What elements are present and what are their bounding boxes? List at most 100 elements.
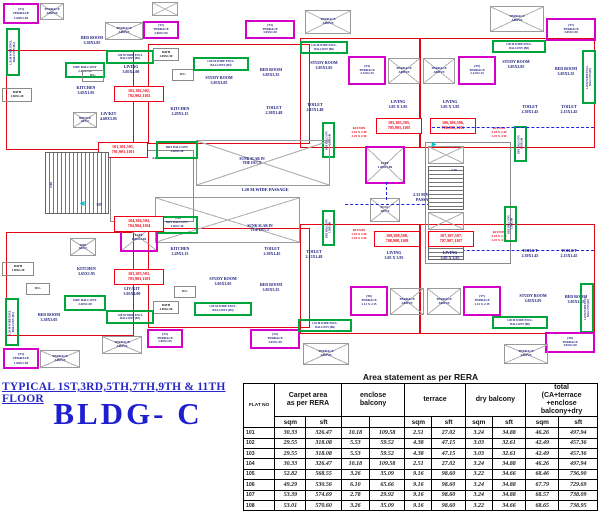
col-subheader: sft: [558, 416, 598, 429]
col-subheader: sqm: [404, 416, 433, 429]
area-value-cell: 27.02: [431, 427, 466, 439]
area-value-cell: 497.94: [558, 427, 598, 439]
red-annotation: KIT/DIN 2.18 X 2.40 2.25 X 2.50: [491, 126, 507, 138]
duct-hatch-box: TERRACE ABOVE: [390, 288, 424, 315]
area-value-cell: 326.47: [305, 427, 342, 439]
area-value-cell: 9.16: [404, 468, 433, 481]
flat-number-box: 102,302,502, 702,902,1102: [114, 86, 164, 102]
col-header-flat-no: FLAT NO: [242, 382, 276, 429]
partition-box: W.C.: [172, 69, 194, 81]
room-label: TOILET 2.15X1.48: [306, 101, 324, 112]
flat-no-cell: 102: [242, 437, 276, 449]
flat-number-box: 105,305,505, 705,905,1105: [376, 118, 422, 134]
col-group-header: total (CA+terrace +enclose balcony+dry: [525, 382, 598, 418]
room-label: SUNK SLAB IN THE DUCT: [247, 223, 273, 232]
room-label: LIVING 3.05 X 3.95: [440, 249, 460, 260]
wall-outline: [300, 38, 420, 148]
duct-hatch-box: [155, 197, 300, 243]
room-label: TOILET 2.30X1.48: [265, 104, 283, 115]
room-label: TOILET 2.15X1.45: [560, 247, 578, 258]
area-value-cell: 68.57: [525, 489, 560, 501]
partition-box: [425, 142, 511, 264]
area-value-cell: 34.66: [491, 499, 527, 512]
area-value-cell: 42.49: [525, 447, 560, 460]
room-label: 1.20 M.WIDE PASSAGE: [241, 186, 289, 192]
flat-no-cell: 107: [242, 489, 276, 501]
duct-hatch-box: TERRACE ABOVE: [102, 336, 142, 354]
area-value-cell: 47.15: [431, 447, 466, 460]
area-value-cell: 4.38: [404, 447, 433, 460]
area-value-cell: 59.52: [368, 437, 406, 449]
flat-number-box: 104,304,504, 704,904,1104: [114, 216, 164, 232]
duct-hatch-box: TERRACE ABOVE: [504, 344, 548, 364]
col-subheader: sqm: [464, 416, 493, 429]
red-annotation: KIT/DIN 2.10 X 2.40 2.25 X 2.50: [351, 126, 367, 138]
room-label: TOILET 2.30X1.45: [521, 247, 539, 258]
area-value-cell: 729.69: [558, 479, 598, 491]
lift-box: LIFT 1.80X1.80: [365, 146, 405, 184]
duct-hatch-box: [428, 146, 464, 164]
flat-number-box: 103,303,503, 703,903,1103: [114, 269, 164, 285]
area-value-cell: 10.18: [340, 427, 370, 439]
area-value-cell: 68.65: [525, 499, 560, 512]
area-value-cell: 34.66: [491, 468, 527, 481]
room-label: LIVING 3.05 X 3.95: [440, 98, 460, 109]
area-value-cell: 3.03: [464, 447, 493, 460]
area-value-cell: 98.60: [431, 499, 466, 512]
room-label: STUDY ROOM 3.05X3.05: [209, 276, 237, 286]
room-label: LIVING 3.05 X 3.95: [384, 249, 404, 260]
flat-number-box: 106,306,506, 706,906,1106: [430, 118, 476, 134]
room-label: KITCHEN 2.29X3.15: [170, 245, 190, 256]
red-annotation: KIT/DIN 2.10 X 2.40 2.25 X 2.50: [351, 228, 367, 240]
balcony-box: DRY BALCONY 2.40X1.50: [64, 295, 106, 311]
service-dashed-line: [345, 204, 430, 205]
col-subheader: [368, 416, 406, 429]
room-label: SUNK SLAB IN THE DUCT: [239, 156, 265, 165]
floor-title: TYPICAL 1ST,3RD,5TH,7TH,9TH & 11TH FLOOR: [2, 381, 226, 405]
balcony-box: 1.00 M WIDE ENCL BALCONY (B3): [106, 50, 154, 64]
room-label: LIV/KIT 3.05X4.00: [123, 285, 141, 296]
terrace-box: (T1) TERRACE 1.68X1.50: [3, 3, 39, 24]
terrace-box: (T2) TERRACE 2.00X1.95: [147, 329, 183, 348]
area-value-cell: 5.53: [340, 437, 370, 449]
area-value-cell: 457.36: [558, 447, 598, 460]
area-value-cell: 35.09: [368, 468, 406, 481]
duct-hatch-box: TERRACE ABOVE: [305, 10, 351, 34]
red-annotation: KIT/DIN 2.18 X 2.40 2.25 X 2.50: [491, 230, 507, 242]
room-label: TOILET 2.15X1.48: [305, 248, 323, 259]
staircase: [45, 152, 109, 214]
terrace-box: (T1) TERRACE 1.68X1.50: [3, 348, 39, 369]
room-label: 4.60: [152, 156, 158, 161]
area-value-cell: 42.49: [525, 437, 560, 449]
area-value-cell: 32.61: [491, 437, 527, 449]
partition-box: W.C.: [82, 70, 104, 82]
room-label: UP: [96, 203, 102, 208]
balcony-box: DRY BALCONY 1.50X2.40: [514, 126, 527, 162]
duct-hatch-box: FIRE DUCT: [70, 238, 96, 256]
balcony-box: 1.20 M WIDE ENCL BALCONY (B1): [5, 298, 19, 346]
area-value-cell: 738.09: [558, 489, 598, 501]
terrace-box: (T3) TERRACE 3.05X1.50: [245, 20, 295, 39]
room-label: 2.80: [48, 182, 53, 188]
area-value-cell: 46.26: [525, 427, 560, 439]
wall-outline: [420, 38, 595, 148]
area-value-cell: 29.55: [274, 437, 307, 449]
staircase: [428, 166, 464, 210]
area-value-cell: 3.24: [464, 427, 493, 439]
col-subheader: [340, 416, 370, 429]
area-value-cell: 30.33: [274, 458, 307, 470]
room-label: LIVING 3.05 X 3.95: [388, 98, 408, 109]
room-label: TOILET 2.30X1.45: [521, 103, 539, 114]
balcony-box: 1.16 M.WIDE ENCL. BALCONY (B6): [300, 41, 348, 54]
terrace-box: (T8) TERRACE 3.05X1.50: [545, 332, 595, 353]
area-value-cell: 3.24: [464, 479, 493, 491]
room-label: 2.20: [451, 168, 457, 173]
wall-outline: [420, 224, 595, 334]
flat-no-cell: 104: [242, 458, 276, 470]
area-value-cell: 109.58: [368, 427, 406, 439]
